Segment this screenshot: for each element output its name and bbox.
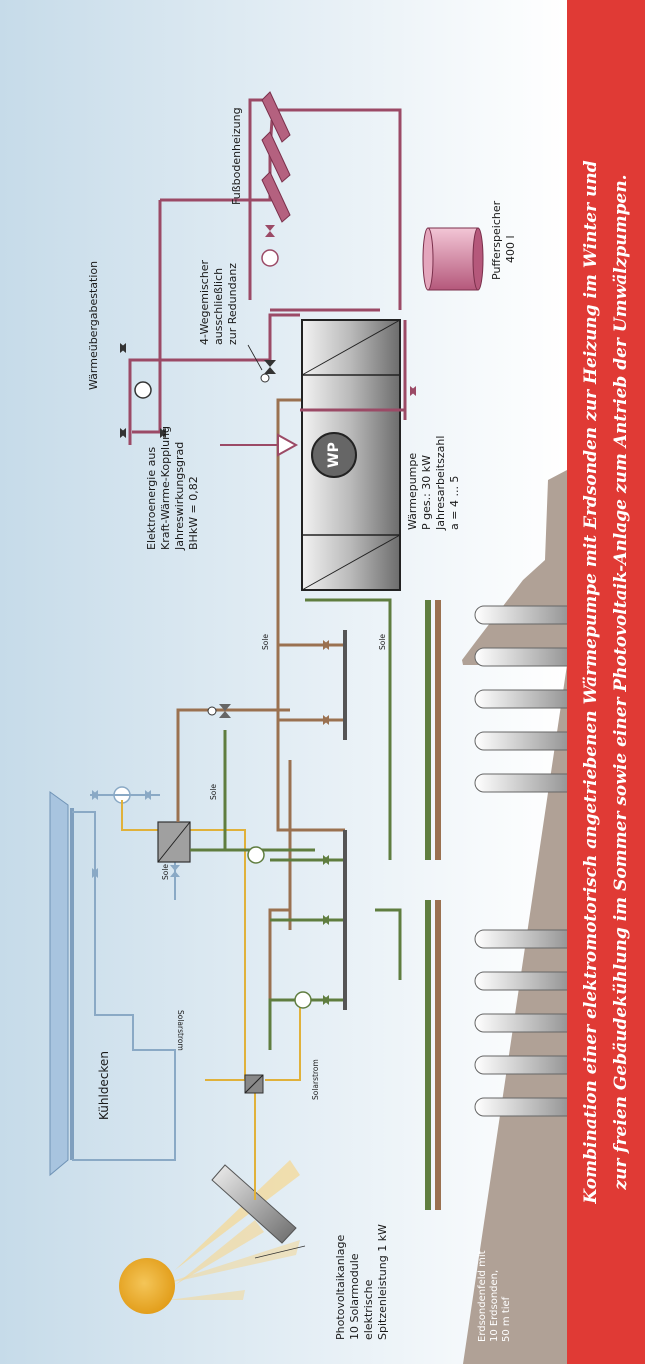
caption-line1: Kombination einer elektromotorisch anget… (581, 160, 601, 1204)
erdsonden-label-line2: 10 Erdsonden, (489, 1270, 500, 1342)
geothermal-probes (474, 605, 580, 1117)
valve-icon (323, 915, 329, 925)
sole-label: Sole (161, 864, 170, 880)
valve-icon (92, 868, 98, 878)
elektroenergie-label-line2: Kraft-Wärme-Kopplung (159, 426, 172, 550)
manifold-warm (343, 630, 347, 740)
sole-label: Sole (261, 634, 270, 650)
caption-line2: zur freien Gebäudekühlung im Sommer sowi… (611, 174, 631, 1190)
heat-pump-badge (311, 432, 357, 478)
solar-panel-icon (211, 1164, 297, 1244)
brine-cold-pipes (190, 598, 402, 1050)
valve-icon (323, 995, 329, 1005)
sole-label: Sole (378, 634, 387, 650)
pump-icon (294, 991, 312, 1009)
cooling-ceiling-icon (49, 791, 69, 1177)
valve-icon (120, 343, 126, 353)
valve-icon (160, 428, 166, 438)
caption-text: Kombination einer elektromotorisch anget… (576, 12, 636, 1352)
kuehldecken-label: Kühldecken (97, 1051, 111, 1120)
elektroenergie-label-line4: BHkW = 0,82 (187, 476, 200, 550)
valve-icon (120, 428, 126, 438)
pv-label-line3: elektrische (362, 1279, 375, 1340)
pv-label-line1: Photovoltaikanlage (334, 1235, 347, 1340)
solarstrom-label: Solarstrom (311, 1059, 320, 1100)
probe-collector (435, 600, 441, 860)
valve-icon (323, 855, 329, 865)
probe-collector (425, 900, 431, 1210)
mischer-label-line1: 4-Wegemischer (198, 259, 211, 345)
erdsonden-label-line1: Erdsondenfeld mit (477, 1250, 488, 1342)
waermeuebergabe-label: Wärmeübergabestation (87, 261, 100, 390)
pv-label-line2: 10 Solarmodule (348, 1253, 361, 1340)
elektroenergie-label-line3: Jahreswirkungsgrad (173, 442, 186, 551)
waermepumpe-label-line3: Jahresarbeitszahl (434, 436, 447, 531)
caption-banner (567, 0, 645, 1364)
erdsonden-label-line3: 50 m tief (501, 1296, 512, 1342)
mischer-label-line3: zur Redundanz (226, 263, 239, 345)
three-way-valve-icon (207, 704, 231, 718)
elektroenergie-label-line1: Elektroenergie aus (145, 447, 158, 550)
valve-icon (410, 386, 416, 396)
four-way-mixer-icon (260, 360, 276, 383)
waermepumpe-label-line1: Wärmepumpe (406, 453, 419, 530)
sky-background (0, 0, 567, 1364)
heat-pump-badge-label: WP (326, 442, 342, 468)
pufferspeicher-label-line2: 400 l (504, 235, 517, 263)
waermepumpe-label-line4: a = 4 ... 5 (448, 476, 461, 530)
electric-input-arrow (220, 433, 299, 457)
sole-label: Sole (209, 784, 218, 800)
valve-icon (323, 640, 329, 650)
mischer-label-line2: ausschließlich (212, 268, 225, 345)
ground-area (462, 470, 567, 1364)
pump-icon (261, 249, 279, 267)
pv-label-line4: Spitzenleistung 1 kW (376, 1224, 389, 1340)
valve-icon (265, 225, 275, 237)
valve-icon (145, 790, 151, 800)
valve-icon (323, 715, 329, 725)
pump-icon (247, 846, 265, 864)
manifold-cold (343, 830, 347, 1010)
pufferspeicher-label-line1: Pufferspeicher (490, 200, 503, 280)
probe-collector (435, 900, 441, 1210)
cooling-circuit (72, 811, 176, 1161)
pump-icon (134, 381, 152, 399)
solarstrom-label: Solarstrom (176, 1010, 185, 1051)
floor-heating-icon (261, 91, 291, 223)
buffer-tank-icon (422, 227, 484, 291)
fussbodenheizung-label: Fußbodenheizung (230, 107, 243, 205)
waermepumpe-label-line2: P ges.: 30 kW (420, 455, 433, 530)
probe-collector (425, 600, 431, 860)
sun-icon (119, 1160, 300, 1314)
